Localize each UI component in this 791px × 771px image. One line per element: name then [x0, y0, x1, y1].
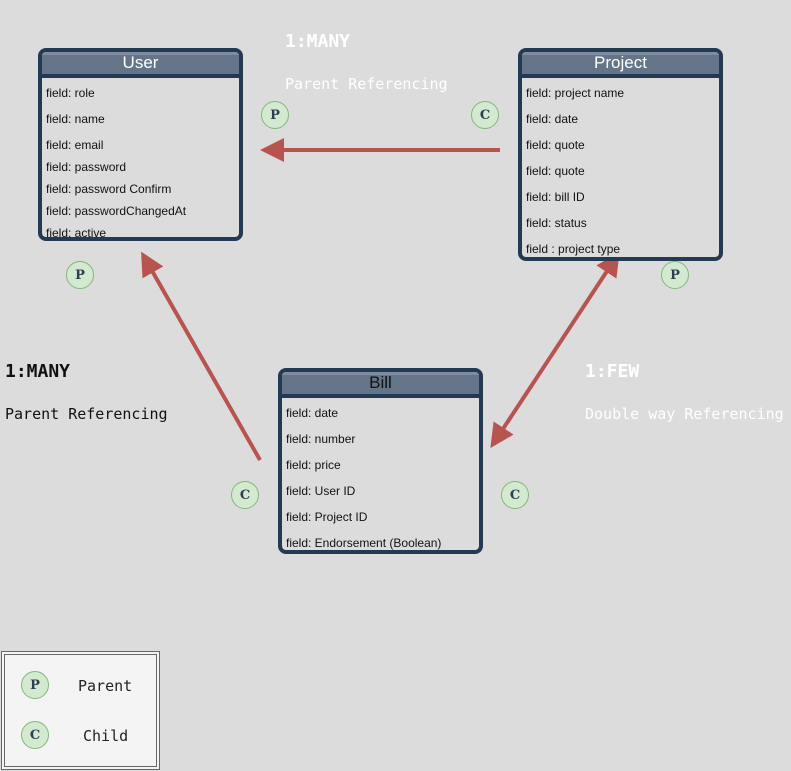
arrow-project-bill-double: [490, 251, 620, 449]
user-entity-title: User: [42, 52, 239, 78]
user-field-password-confirm: field: password Confirm: [46, 182, 172, 196]
project-entity[interactable]: Project field: project name field: date …: [518, 48, 723, 261]
user-parent-badge-bottom: P: [66, 261, 94, 289]
project-parent-badge: P: [661, 261, 689, 289]
project-field-project-name: field: project name: [526, 86, 625, 100]
bill-field-endorsement: field: Endorsement (Boolean): [286, 536, 442, 550]
right-cardinality-label: 1:FEW: [585, 361, 640, 382]
project-field-date: field: date: [526, 112, 579, 126]
top-relationship-type-label: Parent Referencing: [285, 75, 448, 93]
project-field-status: field: status: [526, 216, 587, 230]
user-parent-badge-top: P: [261, 101, 289, 129]
project-field-quote-2: field: quote: [526, 164, 585, 178]
bill-field-project-id: field: Project ID: [286, 510, 368, 524]
legend-parent-label: Parent: [78, 677, 133, 695]
user-field-active: field: active: [46, 226, 107, 240]
bill-field-number: field: number: [286, 432, 356, 446]
top-cardinality-label: 1:MANY: [285, 31, 351, 52]
user-entity[interactable]: User field: role field: name field: emai…: [38, 48, 243, 241]
bill-child-badge-left: C: [231, 481, 259, 509]
user-field-role: field: role: [46, 86, 95, 100]
bill-field-price: field: price: [286, 458, 341, 472]
user-field-email: field: email: [46, 138, 104, 152]
bill-child-badge-right: C: [501, 481, 529, 509]
legend-frame: [4, 654, 157, 767]
bill-field-date: field: date: [286, 406, 339, 420]
bill-entity-title: Bill: [282, 372, 479, 398]
project-field-project-type: field : project type: [526, 242, 621, 256]
legend: P Parent C Child: [1, 651, 160, 770]
arrow-bill-to-user: [141, 251, 262, 461]
legend-child-badge: C: [21, 721, 49, 749]
right-relationship-type-label: Double way Referencing: [585, 405, 784, 423]
user-field-password: field: password: [46, 160, 127, 174]
project-field-bill-id: field: bill ID: [526, 190, 585, 204]
bill-entity[interactable]: Bill field: date field: number field: pr…: [278, 368, 483, 554]
user-field-password-changed-at: field: passwordChangedAt: [46, 204, 187, 218]
user-field-name: field: name: [46, 112, 105, 126]
left-cardinality-label: 1:MANY: [5, 361, 71, 382]
project-entity-title: Project: [522, 52, 719, 78]
project-child-badge: C: [471, 101, 499, 129]
project-field-quote: field: quote: [526, 138, 585, 152]
legend-child-label: Child: [83, 727, 129, 745]
legend-parent-badge: P: [21, 671, 49, 699]
left-relationship-type-label: Parent Referencing: [5, 405, 168, 423]
bill-field-user-id: field: User ID: [286, 484, 356, 498]
